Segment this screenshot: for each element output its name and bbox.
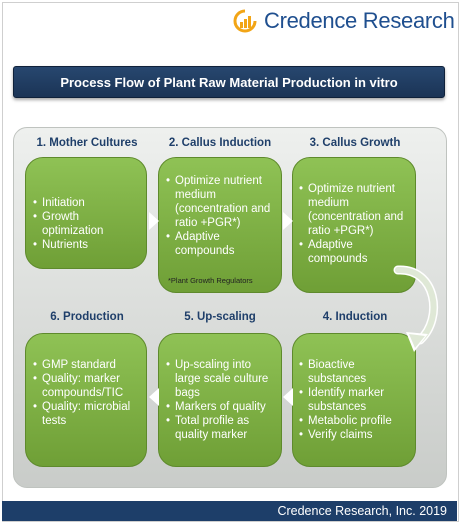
step-4-item: Bioactive substances [299, 358, 410, 386]
step-5-item: Markers of quality [166, 400, 275, 414]
brand-logo: Credence Research [232, 6, 455, 36]
step-1-item: Initiation [33, 196, 140, 210]
arrow-left-icon [283, 388, 293, 406]
step-6-item: Quality: microbial tests [33, 400, 140, 428]
step-2-item: Optimize nutrient medium (concentration … [166, 174, 275, 230]
step-1-item: Nutrients [33, 238, 140, 252]
step-2-title: 2. Callus Induction [168, 137, 272, 149]
footer-bar: Credence Research, Inc. 2019 [2, 501, 457, 521]
page-title: Process Flow of Plant Raw Material Produ… [60, 74, 398, 90]
step-3-list: Optimize nutrient medium (concentration … [299, 182, 410, 266]
step-1-box: Initiation Growth optimization Nutrients [25, 157, 147, 269]
arrow-right-icon [149, 212, 159, 230]
step-5-title: 5. Up-scaling [184, 311, 256, 323]
step-5-box: Up-scaling into large scale culture bags… [158, 333, 282, 467]
step-6-item: Quality: marker compounds/TIC [33, 372, 140, 400]
step-3-title: 3. Callus Growth [309, 137, 401, 149]
pgr-footnote: *Plant Growth Regulators [168, 276, 253, 285]
brand-name: Credence Research [264, 8, 455, 33]
title-bar: Process Flow of Plant Raw Material Produ… [13, 66, 445, 98]
step-3-item: Optimize nutrient medium (concentration … [299, 182, 410, 238]
step-5-list: Up-scaling into large scale culture bags… [166, 358, 275, 442]
step-5-item: Total profile as quality marker [166, 414, 275, 442]
step-4-list: Bioactive substances Identify marker sub… [299, 358, 410, 442]
step-1-list: Initiation Growth optimization Nutrients [33, 196, 140, 252]
step-3-item: Adaptive compounds [299, 238, 410, 266]
step-1-item: Growth optimization [33, 210, 140, 238]
step-6-box: GMP standard Quality: marker compounds/T… [25, 333, 147, 467]
step-4-item: Identify marker substances [299, 386, 410, 414]
step-2-box: Optimize nutrient medium (concentration … [158, 157, 282, 293]
step-4-item: Metabolic profile [299, 414, 410, 428]
curved-arrow-icon [393, 265, 438, 352]
credence-logo-icon [233, 9, 257, 33]
step-6-item: GMP standard [33, 358, 140, 372]
step-4-item: Verify claims [299, 428, 410, 442]
step-1-title: 1. Mother Cultures [36, 137, 138, 149]
step-5-item: Up-scaling into large scale culture bags [166, 358, 275, 400]
step-2-item: Adaptive compounds [166, 230, 275, 258]
footer-credit: Credence Research, Inc. 2019 [277, 504, 447, 518]
arrow-left-icon [149, 388, 159, 406]
step-4-title: 4. Induction [322, 311, 388, 323]
step-4-box: Bioactive substances Identify marker sub… [292, 333, 416, 467]
step-6-title: 6. Production [50, 311, 124, 323]
step-6-list: GMP standard Quality: marker compounds/T… [33, 358, 140, 428]
step-2-list: Optimize nutrient medium (concentration … [166, 174, 275, 258]
arrow-right-icon [283, 212, 293, 230]
